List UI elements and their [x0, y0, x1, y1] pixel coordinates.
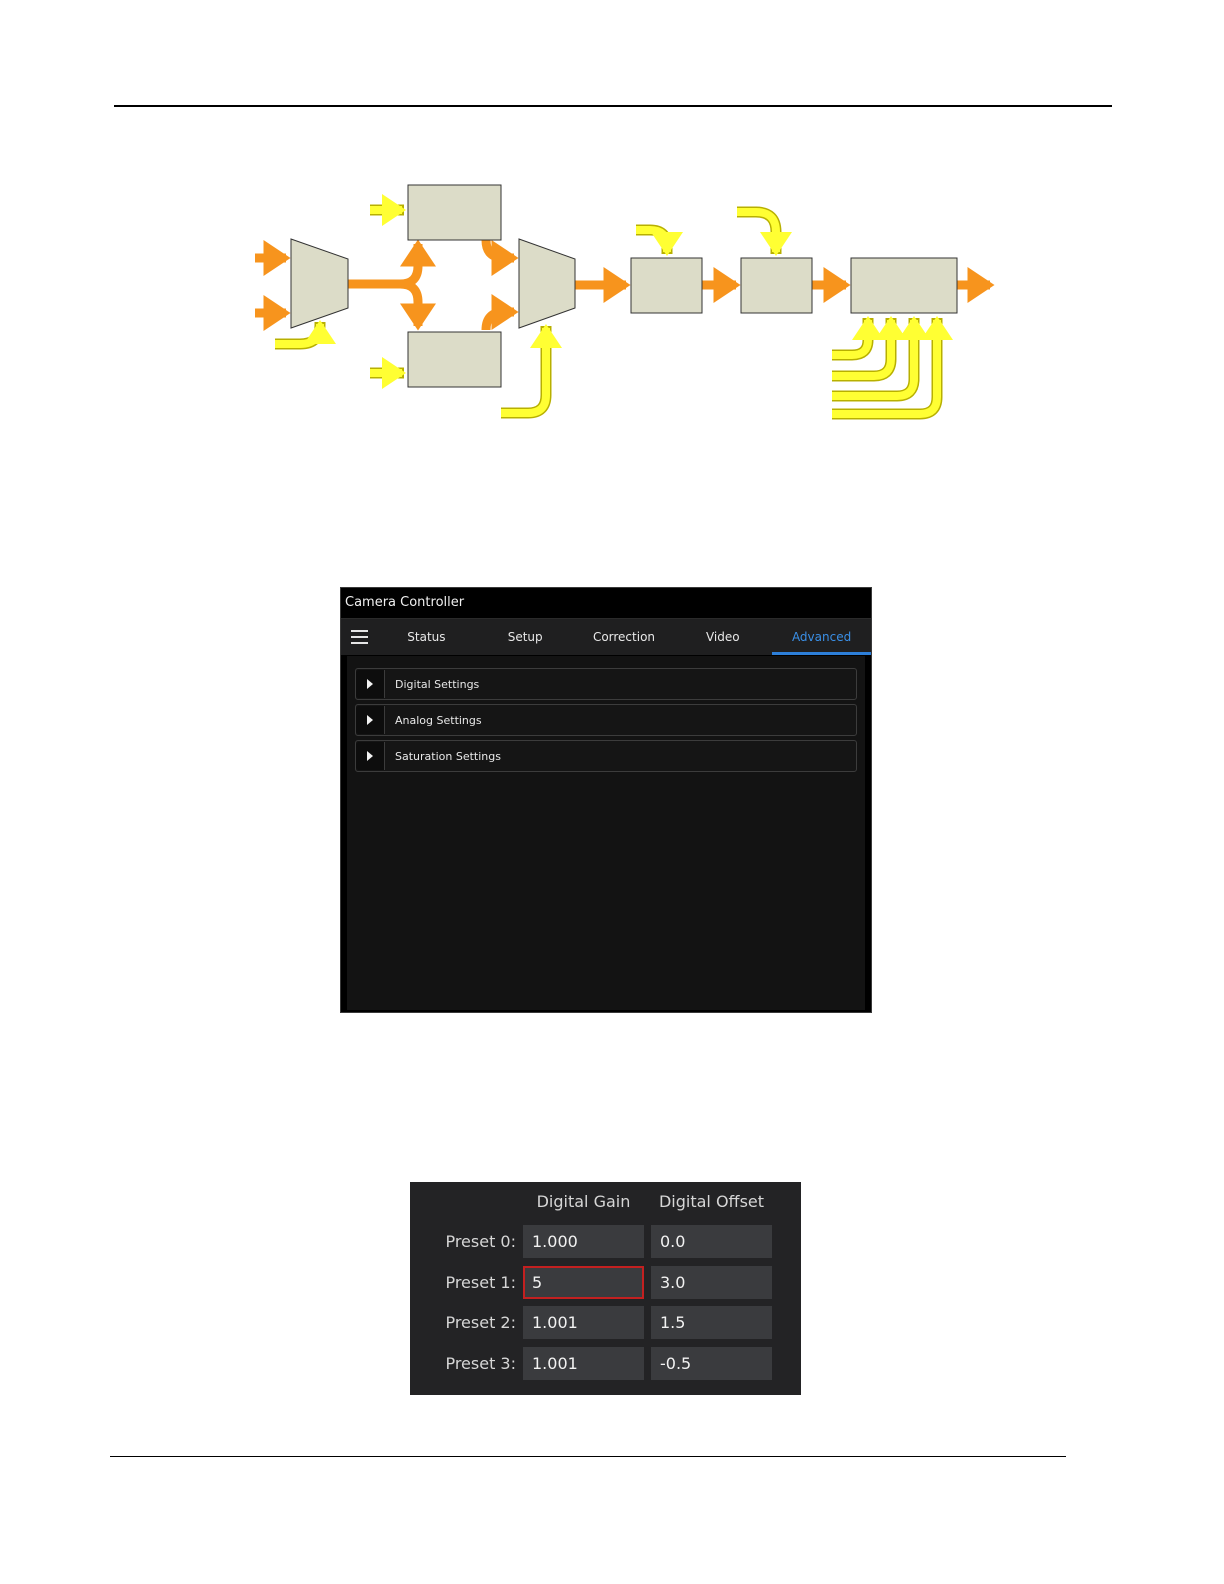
tab-video[interactable]: Video — [673, 619, 772, 655]
expand-arrow-icon[interactable] — [356, 742, 385, 770]
tab-bar: Status Setup Correction Video Advanced — [341, 619, 871, 655]
section-digital-settings[interactable]: Digital Settings — [355, 668, 857, 700]
offset-input[interactable]: 3.0 — [651, 1266, 772, 1299]
camera-controller-window: Camera Controller Status Setup Correctio… — [340, 587, 872, 1013]
preset-label: Preset 1: — [410, 1266, 516, 1299]
hamburger-menu-icon[interactable] — [341, 619, 377, 655]
offset-input[interactable]: -0.5 — [651, 1347, 772, 1380]
digital-preset-panel: Digital Gain Digital Offset Preset 0: 1.… — [410, 1182, 801, 1395]
gain-input[interactable]: 1.001 — [523, 1347, 644, 1380]
tab-correction[interactable]: Correction — [575, 619, 674, 655]
offset-input[interactable]: 0.0 — [651, 1225, 772, 1258]
block-a — [631, 258, 702, 313]
section-label: Saturation Settings — [385, 750, 501, 763]
mux-1 — [291, 239, 348, 328]
section-saturation-settings[interactable]: Saturation Settings — [355, 740, 857, 772]
gain-input[interactable]: 1.000 — [523, 1225, 644, 1258]
offset-input[interactable]: 1.5 — [651, 1306, 772, 1339]
block-upper — [408, 185, 501, 240]
digital-gain-header: Digital Gain — [523, 1192, 644, 1211]
preset-label: Preset 2: — [410, 1306, 516, 1339]
preset-row: Preset 3: 1.001 -0.5 — [410, 1347, 801, 1380]
mux-2 — [519, 239, 575, 328]
gain-input[interactable]: 1.001 — [523, 1306, 644, 1339]
header-rule — [114, 105, 1112, 107]
expand-arrow-icon[interactable] — [356, 706, 385, 734]
tab-advanced[interactable]: Advanced — [772, 619, 871, 655]
footer-rule — [110, 1456, 1066, 1457]
section-label: Digital Settings — [385, 678, 479, 691]
block-lower — [408, 332, 501, 387]
control-paths — [275, 210, 937, 414]
preset-row: Preset 2: 1.001 1.5 — [410, 1306, 801, 1339]
block-c — [851, 258, 957, 313]
block-b — [741, 258, 812, 313]
preset-row: Preset 1: 5 3.0 — [410, 1266, 801, 1299]
tab-setup[interactable]: Setup — [476, 619, 575, 655]
expand-arrow-icon[interactable] — [356, 670, 385, 698]
section-label: Analog Settings — [385, 714, 482, 727]
advanced-panel: Digital Settings Analog Settings Saturat… — [347, 656, 865, 1010]
section-analog-settings[interactable]: Analog Settings — [355, 704, 857, 736]
signal-flow-diagram — [250, 180, 1000, 425]
window-title: Camera Controller — [341, 588, 871, 619]
gain-input-invalid[interactable]: 5 — [523, 1266, 644, 1299]
preset-label: Preset 0: — [410, 1225, 516, 1258]
preset-label: Preset 3: — [410, 1347, 516, 1380]
tab-status[interactable]: Status — [377, 619, 476, 655]
preset-row: Preset 0: 1.000 0.0 — [410, 1225, 801, 1258]
digital-offset-header: Digital Offset — [651, 1192, 772, 1211]
